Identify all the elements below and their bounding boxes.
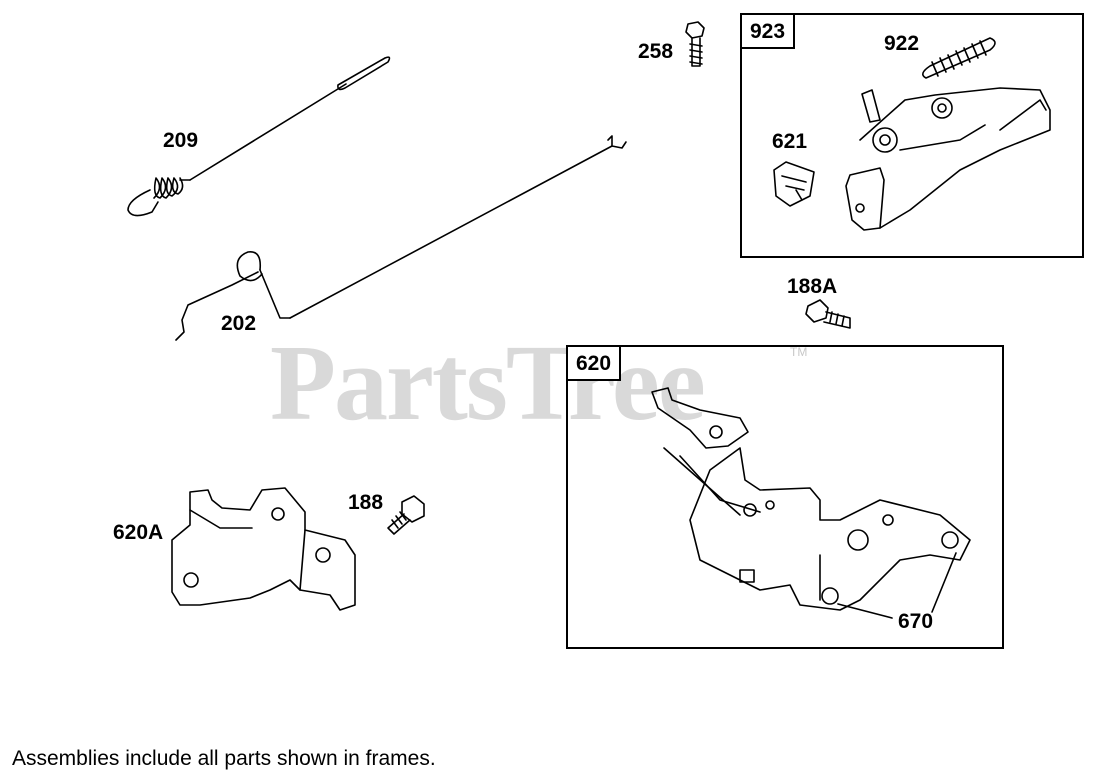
watermark-text: PartsTree [270,324,706,443]
bracket-620A-part [171,487,356,611]
callout-202: 202 [221,312,257,335]
callout-188A: 188A [787,275,838,298]
leader-line-670-b [931,552,957,613]
callout-620A: 620A [113,521,164,544]
bolt-188-part [387,495,425,535]
callout-188: 188 [348,491,384,514]
leader-line-670-a [837,603,893,619]
screw-258-part [685,21,705,67]
footer-note: Assemblies include all parts shown in fr… [12,747,436,770]
callout-209: 209 [163,129,199,152]
control-bracket-923-part [845,37,1051,231]
assembly-frame-923-tag: 923 [742,15,796,49]
assembly-frame-923: 923 [740,13,1084,258]
callout-670: 670 [898,610,934,633]
spring-link-209-part [127,56,391,217]
governor-rod-202-part [175,135,627,341]
callout-258: 258 [638,40,674,63]
control-bracket-620-part [651,387,971,611]
callout-922: 922 [884,32,920,55]
bolt-188A-part [805,299,851,329]
callout-621: 621 [772,130,808,153]
watermark-trademark: TM [790,345,808,359]
clip-621-part [773,161,815,207]
assembly-frame-620-tag: 620 [568,347,622,381]
assembly-frame-620: 620 [566,345,1004,649]
